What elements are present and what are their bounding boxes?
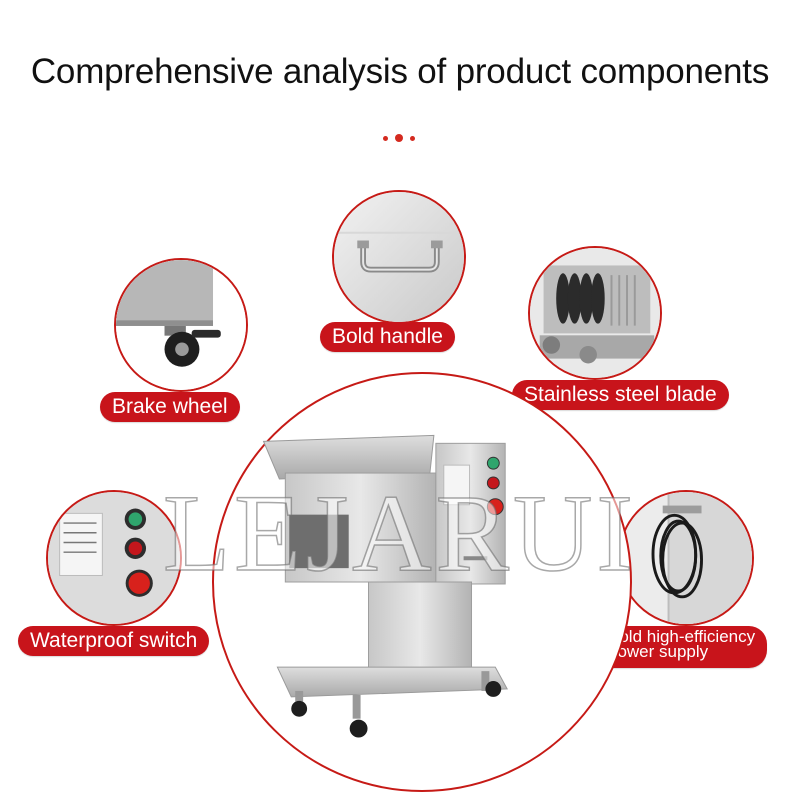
handle-detail-circle: [332, 190, 466, 324]
power-supply-label-line1: Bold high-efficiency: [608, 627, 756, 646]
handle-label: Bold handle: [320, 322, 455, 352]
blade-detail-circle: [528, 246, 662, 380]
blade-icon: [530, 248, 660, 378]
blade-label: Stainless steel blade: [512, 380, 729, 410]
switch-label: Waterproof switch: [18, 626, 210, 656]
switch-icon: [48, 492, 180, 624]
meat-cutter-machine-icon: [262, 434, 508, 738]
power-supply-label: Bold high-efficiency power supply: [596, 626, 768, 668]
brake-wheel-detail-circle: [114, 258, 248, 392]
brake-wheel-label: Brake wheel: [100, 392, 240, 422]
power-supply-label-line2: power supply: [608, 642, 709, 661]
power-supply-detail-circle: [618, 490, 754, 626]
wheel-icon: [116, 260, 246, 390]
handle-icon: [334, 192, 464, 322]
cable-icon: [620, 492, 752, 624]
decorative-dots: [380, 134, 420, 144]
machine-main-circle: [212, 372, 632, 792]
page-title: Comprehensive analysis of product compon…: [30, 52, 770, 91]
switch-detail-circle: [46, 490, 182, 626]
brand-watermark: LEJARUI: [162, 472, 638, 594]
